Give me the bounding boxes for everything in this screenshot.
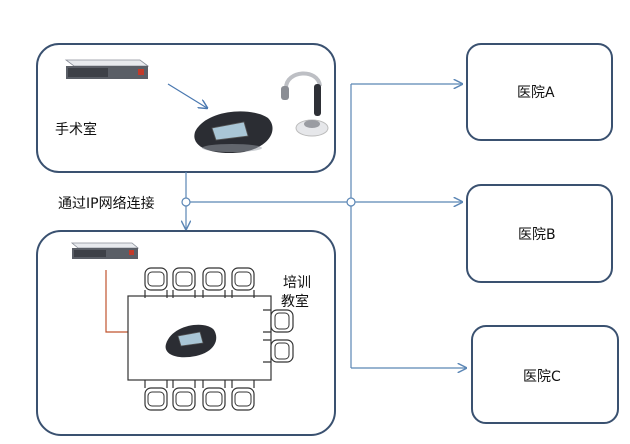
connection-label: 通过IP网络连接 [58,196,155,212]
conference-phone-icon [194,111,273,154]
junction-node-right [346,197,356,207]
or-link-arrow [167,83,207,108]
hospital-c-box [471,325,619,424]
hospital-a-box [466,43,613,141]
hospital-a-label: 医院A [517,85,555,101]
codec-device-icon [64,59,150,79]
hospital-b-box [466,184,613,283]
hospital-b-label: 医院B [518,227,556,243]
headset-icon [281,71,329,137]
operating-room-label: 手术室 [55,122,97,138]
conference-phone-icon [165,324,217,358]
codec-device-icon [70,242,140,259]
training-room-label-line2: 教室 [281,294,309,310]
junction-node-left [181,197,191,207]
hospital-c-label: 医院C [523,369,561,385]
training-room-label-line1: 培训 [283,275,311,291]
